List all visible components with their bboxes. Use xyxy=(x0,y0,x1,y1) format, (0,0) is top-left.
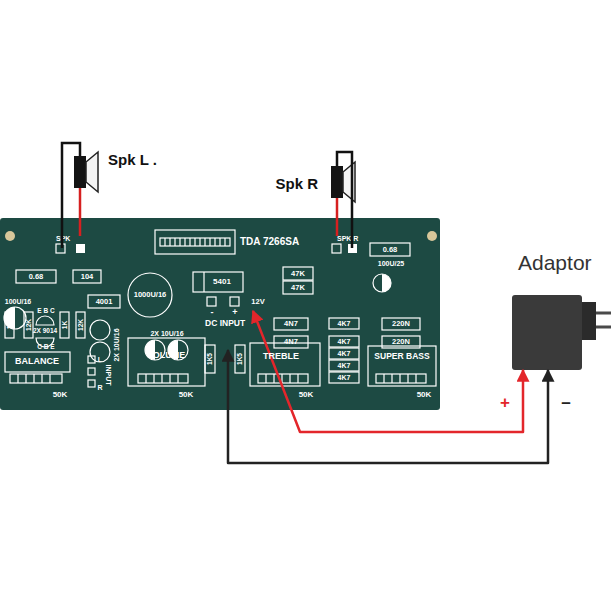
speaker-cone xyxy=(343,162,355,202)
circuit-board: TDA 7266SA SPK SPK R DC INPUT xyxy=(0,218,440,410)
capacitor-polarity xyxy=(168,340,178,360)
resistor-outline xyxy=(370,243,410,256)
speaker-symbol xyxy=(331,166,357,198)
mounting-hole xyxy=(427,231,437,241)
potentiometer-pins xyxy=(266,374,298,383)
resistor-outline xyxy=(235,345,245,373)
speaker-wire xyxy=(62,143,80,248)
potentiometer-outline xyxy=(368,346,436,386)
speaker-magnet xyxy=(74,156,86,188)
capacitor-polarity xyxy=(382,274,391,292)
diode-band xyxy=(203,272,204,292)
connector-layer xyxy=(80,188,548,463)
resistor-outline xyxy=(24,312,33,338)
potentiometer-pins xyxy=(18,374,50,383)
node-label: TDA 7266SA xyxy=(240,236,299,247)
wire xyxy=(79,188,82,236)
speaker-magnet xyxy=(331,166,343,198)
potentiometer-pins xyxy=(258,374,308,383)
capacitor-outline xyxy=(382,318,420,330)
potentiometer-outline xyxy=(128,338,205,386)
potentiometer-pins xyxy=(384,374,416,383)
potentiometer-pins xyxy=(138,374,188,383)
node-label: SPK xyxy=(56,235,70,243)
capacitor-outline xyxy=(90,320,110,340)
capacitor-outline xyxy=(274,336,308,348)
transistor-outline xyxy=(36,316,54,347)
speaker: Spk L . xyxy=(74,156,86,188)
input-pin xyxy=(88,356,95,363)
potentiometer-pins xyxy=(146,374,178,383)
resistor-outline xyxy=(5,312,14,338)
speaker-wire xyxy=(337,152,352,248)
resistor-outline xyxy=(205,345,215,373)
capacitor-outline xyxy=(145,340,165,360)
node-label: Spk R xyxy=(275,176,318,193)
capacitor-outline xyxy=(382,336,420,348)
terminal-pad xyxy=(56,244,65,253)
terminal-pad xyxy=(230,297,239,306)
terminal-pad xyxy=(348,244,357,253)
potentiometer-pins xyxy=(10,374,62,383)
potentiometer-pins xyxy=(376,374,426,383)
wire xyxy=(336,198,339,236)
resistor-outline xyxy=(283,281,313,294)
resistor-outline xyxy=(329,372,359,383)
capacitor-outline xyxy=(4,307,26,329)
ic-outline xyxy=(155,230,235,254)
power-terminal: DC INPUT xyxy=(203,293,253,350)
capacitor-outline xyxy=(16,270,56,283)
speaker-cone xyxy=(86,152,98,192)
polarity-label: – xyxy=(561,394,570,411)
ic-pins xyxy=(165,238,225,246)
adaptor-prong xyxy=(596,313,611,327)
capacitor-outline xyxy=(73,270,101,283)
node-label: DC INPUT xyxy=(205,319,245,328)
resistor-outline xyxy=(76,312,85,338)
resistor-outline xyxy=(329,336,359,347)
potentiometer-outline xyxy=(5,352,70,372)
node-label: SPK R xyxy=(337,235,358,243)
polarity-label: + xyxy=(500,394,510,411)
wire xyxy=(228,350,548,463)
capacitor-polarity xyxy=(4,307,15,329)
input-pin xyxy=(88,368,95,375)
adaptor-plug xyxy=(582,302,596,340)
speaker: Spk R xyxy=(331,166,343,198)
diode-outline xyxy=(88,295,120,308)
input-pin xyxy=(88,380,95,387)
capacitor-outline xyxy=(168,340,188,360)
terminal-pad xyxy=(207,297,216,306)
speaker-symbol xyxy=(74,156,100,188)
resistor-outline xyxy=(329,348,359,359)
capacitor-outline xyxy=(274,318,308,330)
resistor-outline xyxy=(329,318,359,329)
resistor-outline xyxy=(283,267,313,280)
capacitor-outline xyxy=(373,274,391,292)
power-adaptor: Adaptor xyxy=(512,295,582,370)
node-label: Spk L . xyxy=(108,152,157,169)
mounting-hole xyxy=(5,231,15,241)
resistor-outline xyxy=(60,312,69,338)
wire xyxy=(253,311,523,432)
speaker-terminal: SPK xyxy=(54,236,90,253)
capacitor-polarity xyxy=(145,340,155,360)
speaker-terminal: SPK R xyxy=(329,236,363,253)
potentiometer-outline xyxy=(250,343,320,386)
capacitor-outline xyxy=(128,273,172,317)
terminal-pad xyxy=(76,244,85,253)
resistor-outline xyxy=(329,360,359,371)
ic-pins xyxy=(160,238,230,246)
diode-outline xyxy=(193,272,243,292)
capacitor-outline xyxy=(90,342,110,362)
terminal-pad xyxy=(332,244,341,253)
board-artwork xyxy=(4,143,611,387)
node-label: Adaptor xyxy=(518,251,592,274)
